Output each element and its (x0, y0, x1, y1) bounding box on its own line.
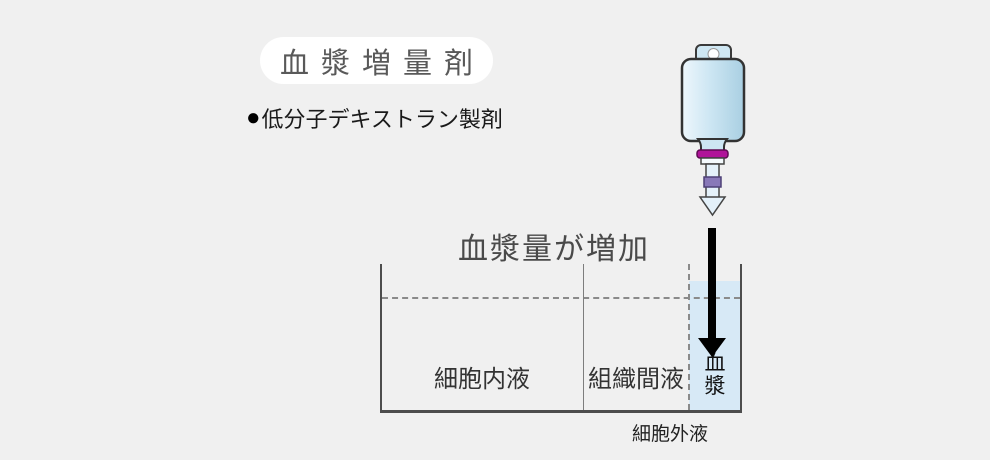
bullet-circle-icon: ● (246, 104, 261, 131)
subtitle-text: 低分子デキストラン製剤 (261, 107, 503, 132)
iv-drip-bag-icon (672, 40, 752, 220)
page-title: 血漿増量剤 (260, 37, 493, 84)
label-intracellular-fluid: 細胞内液 (434, 366, 530, 393)
plasma-interstitial-divider (688, 264, 690, 410)
tank-wall-bottom (380, 410, 742, 413)
page-title-text: 血漿増量剤 (279, 47, 485, 80)
iv-drip-bag-svg (680, 44, 746, 217)
label-plasma-text: 血漿 (704, 352, 726, 398)
down-arrow-icon (708, 228, 716, 340)
tank-wall-right (740, 264, 742, 413)
tank-wall-left (380, 264, 382, 413)
original-fluid-level-line (382, 297, 740, 299)
label-interstitial-fluid: 組織間液 (588, 366, 684, 393)
label-extracellular-fluid: 細胞外液 (631, 424, 708, 445)
intracellular-interstitial-divider (583, 264, 584, 410)
down-arrow-head-icon (698, 338, 726, 357)
label-plasma: 血漿 (689, 352, 741, 398)
subtitle: ● 低分子デキストラン製剤 (246, 102, 503, 134)
annotation-plasma-increase: 血漿量が増加 (458, 233, 650, 266)
